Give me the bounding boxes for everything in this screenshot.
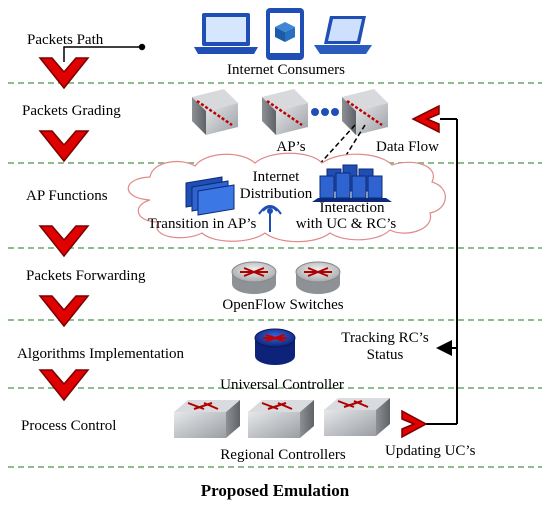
aps-label: AP’s <box>276 139 306 155</box>
transition-label: Transition in AP’s <box>147 216 257 232</box>
step-label-ap-functions: AP Functions <box>26 188 108 204</box>
figure-caption: Proposed Emulation <box>200 481 350 500</box>
universal-controller-icon <box>254 328 296 365</box>
ellipsis-dots-icon <box>311 108 339 116</box>
internet-distribution-label-2: Distribution <box>239 186 313 202</box>
tracking-label-1: Tracking RC’s <box>341 330 429 346</box>
step-label-packets-path: Packets Path <box>27 32 104 48</box>
step-label-packets-forwarding: Packets Forwarding <box>26 268 146 284</box>
laptop-icon <box>194 13 258 54</box>
consumer-devices <box>194 8 372 60</box>
regional-controllers <box>174 398 390 438</box>
feedback-loop <box>424 118 458 425</box>
router-icon <box>295 261 341 294</box>
interaction-label-1: Interaction <box>319 200 385 216</box>
access-points <box>192 89 388 135</box>
tracking-label-2: Status <box>366 347 404 363</box>
chevron-down-icon <box>38 225 90 258</box>
updating-label: Updating UC’s <box>385 443 476 459</box>
internet-distribution-label-1: Internet <box>252 169 300 185</box>
openflow-switches-label: OpenFlow Switches <box>222 297 344 313</box>
ap-server-icon <box>262 89 308 135</box>
tablet-icon <box>266 8 304 60</box>
netbook-icon <box>314 16 372 54</box>
switch-icon <box>248 400 314 438</box>
ap-server-icon <box>192 89 238 135</box>
interaction-label-2: with UC & RC’s <box>295 216 397 232</box>
chevron-down-icon <box>38 57 90 90</box>
screens-stack-icon <box>185 176 235 216</box>
ap-server-icon <box>342 89 388 135</box>
universal-controller-label: Universal Controller <box>220 377 344 393</box>
left-chevrons <box>38 57 90 402</box>
step-label-packets-grading: Packets Grading <box>22 103 121 119</box>
chevron-right-icon <box>401 409 428 439</box>
data-flow-label: Data Flow <box>376 139 439 155</box>
chevron-down-icon <box>38 295 90 328</box>
chevron-down-icon <box>38 130 90 163</box>
chevron-down-icon <box>38 369 90 402</box>
ap-links <box>315 124 366 169</box>
openflow-switches <box>231 261 341 294</box>
server-cluster-icon <box>312 164 392 202</box>
chevron-left-icon <box>411 104 440 134</box>
divider-lines <box>8 82 542 468</box>
router-icon <box>231 261 277 294</box>
antenna-icon <box>258 205 282 232</box>
right-chevrons <box>401 104 440 439</box>
switch-icon <box>324 398 390 436</box>
internet-consumers-label: Internet Consumers <box>227 62 345 78</box>
step-label-algorithms-implementation: Algorithms Implementation <box>17 346 185 362</box>
packets-path-connector <box>63 43 146 62</box>
step-label-process-control: Process Control <box>21 418 117 434</box>
switch-icon <box>174 400 240 438</box>
regional-controllers-label: Regional Controllers <box>220 447 346 463</box>
